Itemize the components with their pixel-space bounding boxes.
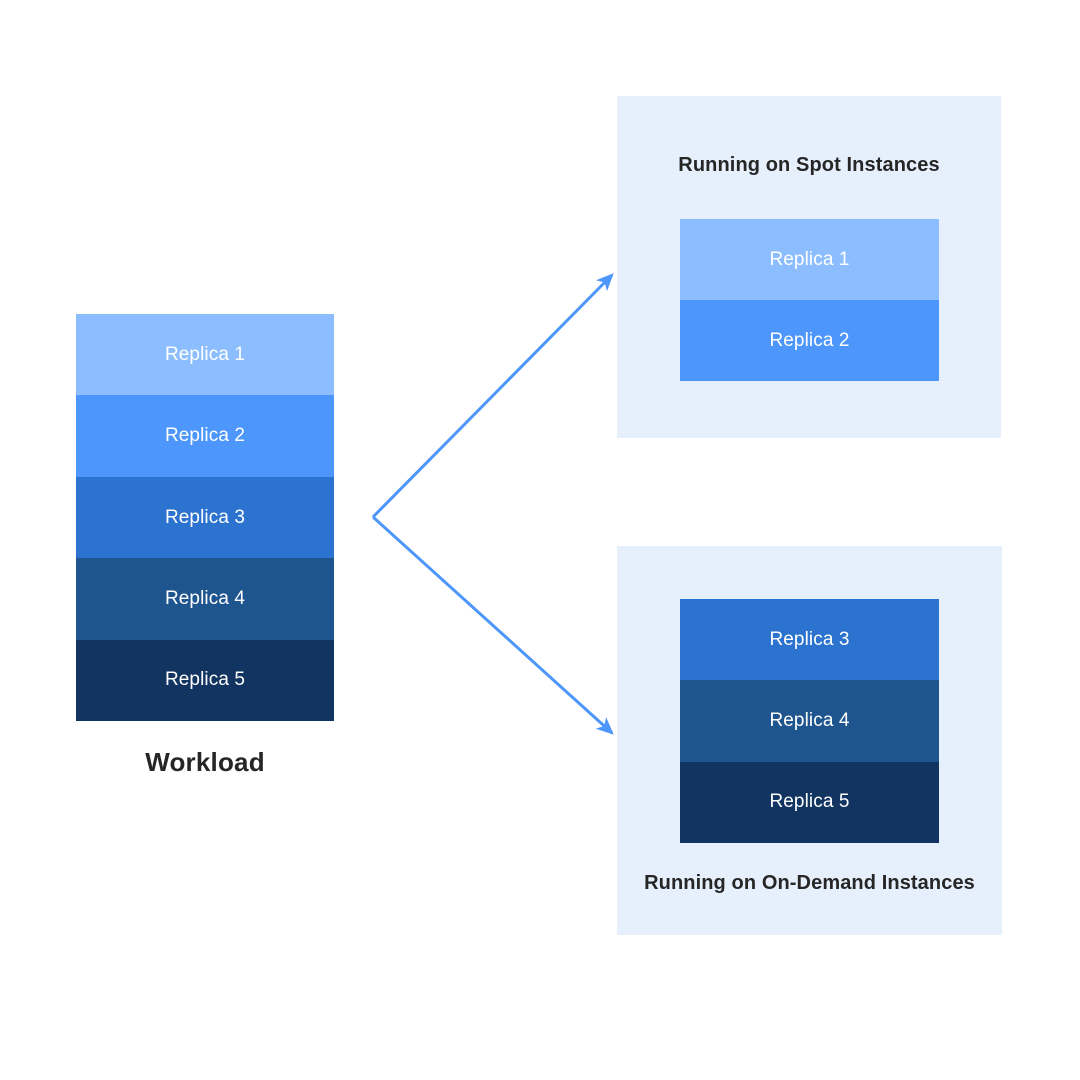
on-demand-instances-panel-title: Running on On-Demand Instances xyxy=(644,872,975,894)
spot-replica-2-label: Replica 2 xyxy=(769,329,850,351)
on-demand-replica-4: Replica 4 xyxy=(680,680,939,762)
workload-group: Replica 1 Replica 2 Replica 3 Replica 4 … xyxy=(76,314,334,778)
workload-replica-5: Replica 5 xyxy=(76,639,334,722)
spot-replica-2: Replica 2 xyxy=(680,300,939,381)
arrow-to-spot-icon xyxy=(371,273,614,519)
spot-instances-panel-title: Running on Spot Instances xyxy=(678,154,940,176)
workload-replica-3: Replica 3 xyxy=(76,476,334,559)
workload-replica-2-label: Replica 2 xyxy=(164,425,246,447)
workload-replica-stack: Replica 1 Replica 2 Replica 3 Replica 4 … xyxy=(76,314,334,722)
workload-replica-1-label: Replica 1 xyxy=(164,343,246,365)
on-demand-replica-3-label: Replica 3 xyxy=(769,628,850,650)
arrow-to-ondemand-icon xyxy=(371,515,614,735)
workload-replica-1: Replica 1 xyxy=(76,314,334,396)
on-demand-replica-5-label: Replica 5 xyxy=(769,791,850,813)
on-demand-replica-stack: Replica 3 Replica 4 Replica 5 xyxy=(680,599,939,843)
spot-replica-1-label: Replica 1 xyxy=(769,248,850,270)
workload-replica-5-label: Replica 5 xyxy=(164,669,246,691)
on-demand-replica-4-label: Replica 4 xyxy=(769,709,850,731)
spot-replica-1: Replica 1 xyxy=(680,219,939,300)
on-demand-replica-5: Replica 5 xyxy=(680,761,939,843)
workload-replica-3-label: Replica 3 xyxy=(164,506,246,528)
workload-replica-4: Replica 4 xyxy=(76,558,334,640)
workload-replica-2: Replica 2 xyxy=(76,395,334,477)
workload-replica-4-label: Replica 4 xyxy=(164,587,246,609)
on-demand-replica-3: Replica 3 xyxy=(680,599,939,681)
spot-replica-stack: Replica 1 Replica 2 xyxy=(680,219,939,381)
workload-caption: Workload xyxy=(145,747,265,777)
